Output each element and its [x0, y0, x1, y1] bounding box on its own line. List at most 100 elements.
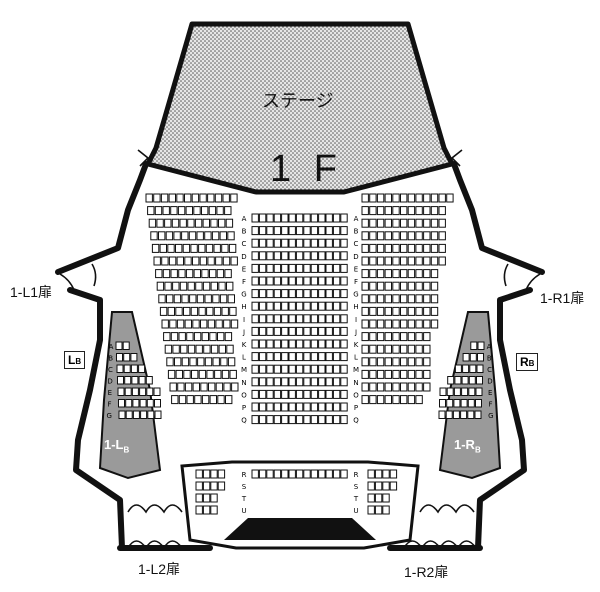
seat[interactable]: [191, 193, 200, 203]
seat[interactable]: [174, 357, 182, 367]
seat[interactable]: [376, 344, 385, 354]
seat[interactable]: [361, 395, 369, 405]
seat[interactable]: [178, 332, 186, 342]
seat[interactable]: [376, 306, 385, 316]
seat[interactable]: [202, 218, 211, 228]
seat[interactable]: [369, 243, 377, 253]
seat[interactable]: [211, 231, 220, 241]
seat[interactable]: [462, 353, 470, 362]
seat[interactable]: [430, 256, 439, 266]
seat[interactable]: [153, 387, 161, 396]
seat[interactable]: [384, 269, 393, 279]
seat[interactable]: [288, 402, 296, 412]
seat[interactable]: [438, 231, 446, 241]
seat[interactable]: [266, 402, 274, 412]
seat[interactable]: [382, 493, 390, 503]
seat[interactable]: [222, 193, 230, 203]
seat[interactable]: [423, 344, 431, 354]
seat[interactable]: [332, 469, 341, 479]
seat[interactable]: [369, 382, 377, 392]
seat[interactable]: [288, 314, 296, 324]
seat[interactable]: [430, 206, 439, 216]
seat[interactable]: [221, 306, 229, 316]
seat[interactable]: [288, 238, 296, 248]
seat[interactable]: [467, 399, 475, 408]
seat[interactable]: [288, 213, 296, 223]
seat[interactable]: [171, 395, 179, 405]
seat[interactable]: [382, 481, 390, 491]
seat[interactable]: [392, 319, 400, 329]
seat[interactable]: [454, 364, 462, 373]
seat[interactable]: [218, 218, 226, 228]
seat[interactable]: [340, 415, 348, 425]
seat[interactable]: [130, 364, 138, 373]
seat[interactable]: [179, 281, 188, 291]
seat[interactable]: [392, 218, 400, 228]
seat[interactable]: [251, 289, 259, 299]
seat[interactable]: [376, 269, 385, 279]
seat[interactable]: [325, 415, 333, 425]
seat[interactable]: [303, 314, 311, 324]
seat[interactable]: [332, 326, 341, 336]
seat[interactable]: [384, 256, 393, 266]
seat[interactable]: [318, 314, 326, 324]
seat[interactable]: [224, 332, 233, 342]
seat[interactable]: [415, 344, 423, 354]
seat[interactable]: [303, 326, 311, 336]
seat[interactable]: [231, 382, 239, 392]
seat[interactable]: [288, 389, 296, 399]
seat[interactable]: [415, 369, 423, 379]
seat[interactable]: [400, 218, 408, 228]
seat[interactable]: [376, 206, 385, 216]
seat[interactable]: [295, 276, 304, 286]
seat[interactable]: [179, 218, 187, 228]
seat[interactable]: [430, 319, 439, 329]
seat[interactable]: [332, 402, 341, 412]
seat[interactable]: [147, 410, 155, 419]
seat[interactable]: [400, 344, 408, 354]
seat[interactable]: [361, 218, 369, 228]
seat[interactable]: [266, 389, 274, 399]
seat[interactable]: [166, 357, 174, 367]
seat[interactable]: [207, 193, 215, 203]
seat[interactable]: [376, 231, 385, 241]
seat[interactable]: [310, 238, 319, 248]
seat[interactable]: [318, 326, 326, 336]
seat[interactable]: [423, 382, 431, 392]
seat[interactable]: [222, 256, 231, 266]
seat[interactable]: [374, 493, 383, 503]
seat[interactable]: [138, 376, 146, 385]
seat[interactable]: [332, 213, 341, 223]
seat[interactable]: [392, 256, 400, 266]
seat[interactable]: [438, 206, 446, 216]
seat[interactable]: [374, 505, 383, 515]
seat[interactable]: [226, 281, 234, 291]
seat[interactable]: [325, 352, 333, 362]
seat[interactable]: [407, 369, 416, 379]
seat[interactable]: [384, 369, 393, 379]
seat[interactable]: [438, 256, 446, 266]
seat[interactable]: [288, 352, 296, 362]
seat[interactable]: [392, 269, 400, 279]
seat[interactable]: [251, 238, 259, 248]
seat[interactable]: [369, 306, 377, 316]
seat[interactable]: [227, 231, 235, 241]
seat[interactable]: [205, 243, 214, 253]
seat[interactable]: [170, 332, 179, 342]
seat[interactable]: [217, 481, 226, 491]
seat[interactable]: [164, 344, 173, 354]
seat[interactable]: [227, 357, 236, 367]
seat[interactable]: [423, 269, 431, 279]
seat[interactable]: [318, 402, 326, 412]
seat[interactable]: [303, 263, 311, 273]
seat[interactable]: [145, 193, 153, 203]
seat[interactable]: [423, 218, 431, 228]
seat[interactable]: [369, 193, 377, 203]
seat[interactable]: [295, 469, 304, 479]
seat[interactable]: [164, 281, 172, 291]
seat[interactable]: [178, 395, 187, 405]
seat[interactable]: [139, 387, 147, 396]
seat[interactable]: [154, 410, 162, 419]
seat[interactable]: [318, 364, 326, 374]
seat[interactable]: [340, 276, 348, 286]
